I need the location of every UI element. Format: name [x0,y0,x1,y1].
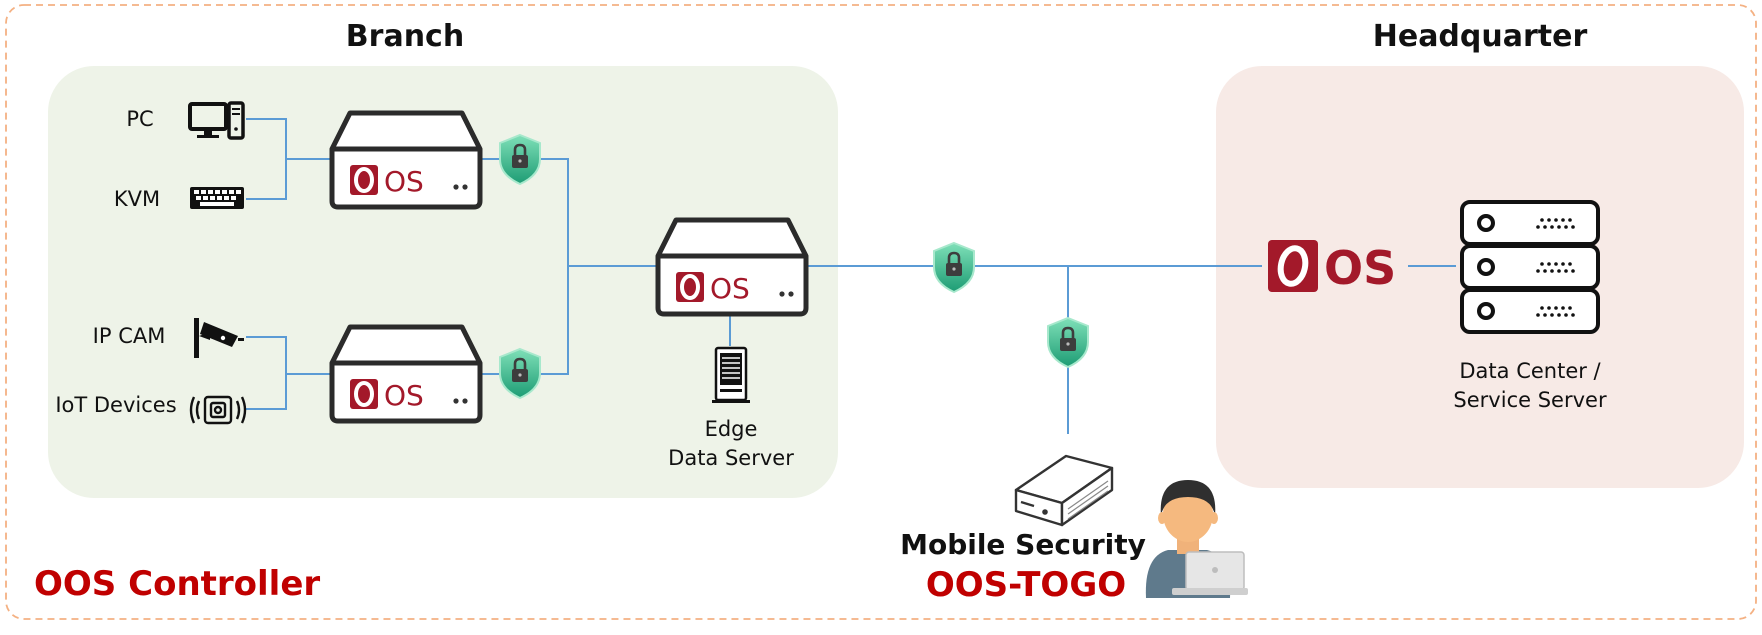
edge-server-label-line2: Data Server [668,446,794,470]
oos-box-center-logo: OS [710,272,750,305]
edge-server-label-line1: Edge [705,417,758,441]
person-laptop-icon [1145,480,1248,598]
datacenter-label-line1: Data Center / [1459,359,1601,383]
server-vent-dots [1536,218,1575,317]
oos-togo-label: OOS-TOGO [926,565,1126,605]
kvm-label: KVM [114,187,160,211]
hq-logo-text: OS [1324,241,1396,295]
mobile-security-label: Mobile Security [900,528,1146,561]
iot-devices-label: IoT Devices [55,393,176,417]
pc-icon [188,101,245,140]
pc-label: PC [126,107,153,131]
oos-box-bottom: OS [332,327,480,421]
oos-box-top-logo: OS [384,165,424,198]
datacenter-server-icon [1460,200,1600,334]
hq-oos-logo: OS [1268,240,1396,295]
oos-box-center: OS [658,220,806,314]
headquarter-title: Headquarter [1373,19,1588,54]
mobile-device-icon [1014,454,1114,527]
shield-lock-icon [1046,316,1090,369]
branch-title: Branch [346,19,464,54]
edge-server-rack-icon [712,346,750,403]
ip-cam-label: IP CAM [93,324,166,348]
oos-controller-label: OOS Controller [34,564,320,604]
oos-box-bottom-logo: OS [384,379,424,412]
datacenter-label-line2: Service Server [1453,388,1607,412]
shield-lock-icon [932,241,976,294]
ip-camera-icon [194,318,244,358]
iot-device-icon [189,395,247,425]
controller-frame [5,4,1757,620]
keyboard-icon [190,187,244,209]
branch-zone [48,66,838,498]
oos-box-top: OS [332,113,480,207]
